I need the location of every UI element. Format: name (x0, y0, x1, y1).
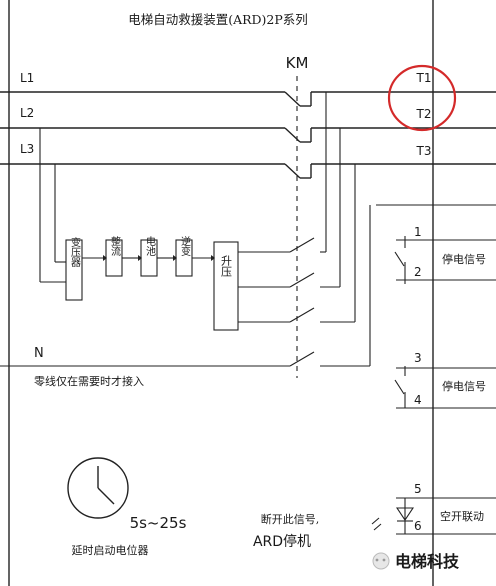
output-label-t3: T3 (416, 144, 432, 158)
wechat-icon (372, 552, 390, 570)
module-booster (213, 241, 239, 331)
module-label-inverter: 逆变 (179, 235, 191, 257)
booster-output-contacts (238, 237, 315, 323)
timer-dial-icon (67, 457, 129, 519)
signal-group-3 (396, 497, 496, 535)
diode-icon (395, 507, 415, 521)
watermark-text: 电梯科技 (395, 552, 460, 571)
module-label-booster: 升压 (220, 255, 233, 278)
module-label-rectifier: 整流 (109, 235, 121, 257)
terminal-6: 6 (414, 519, 422, 533)
module-label-battery: 电池 (144, 235, 156, 256)
neutral-label: N (34, 346, 44, 361)
open-signal-note: 断开此信号, (261, 512, 320, 526)
diagram-title: 电梯自动救援装置(ARD)2P系列 (128, 12, 308, 27)
contactor-label: KM (286, 54, 309, 72)
spark-mark-icon (371, 517, 382, 531)
signal-label-power-off-1: 停电信号 (442, 252, 486, 266)
main-contacts (284, 91, 312, 179)
terminal-1: 1 (414, 225, 422, 239)
signal-group-1 (394, 236, 496, 284)
module-transformer (65, 239, 83, 301)
module-arrows (82, 255, 215, 261)
input-label-l3: L3 (20, 142, 34, 156)
terminal-3: 3 (414, 351, 422, 365)
terminal-4: 4 (414, 393, 422, 407)
terminal-2: 2 (414, 265, 422, 279)
signal-group-2 (394, 366, 496, 409)
output-label-t2: T2 (416, 107, 432, 121)
output-label-t1: T1 (416, 71, 432, 85)
module-label-transformer: 变压器 (69, 236, 81, 268)
highlight-circle (387, 64, 457, 132)
signal-label-breaker-link: 空开联动 (440, 509, 484, 523)
input-label-l2: L2 (20, 106, 34, 120)
signal-label-power-off-2: 停电信号 (442, 379, 486, 393)
terminal-5: 5 (414, 482, 422, 496)
neutral-note: 零线仅在需要时才接入 (34, 374, 144, 388)
ard-stop-note: ARD停机 (253, 533, 311, 550)
timer-label: 延时启动电位器 (72, 543, 149, 557)
input-label-l1: L1 (20, 71, 34, 85)
watermark: 电梯科技 (372, 552, 460, 571)
timer-range: 5s~25s (130, 514, 187, 532)
